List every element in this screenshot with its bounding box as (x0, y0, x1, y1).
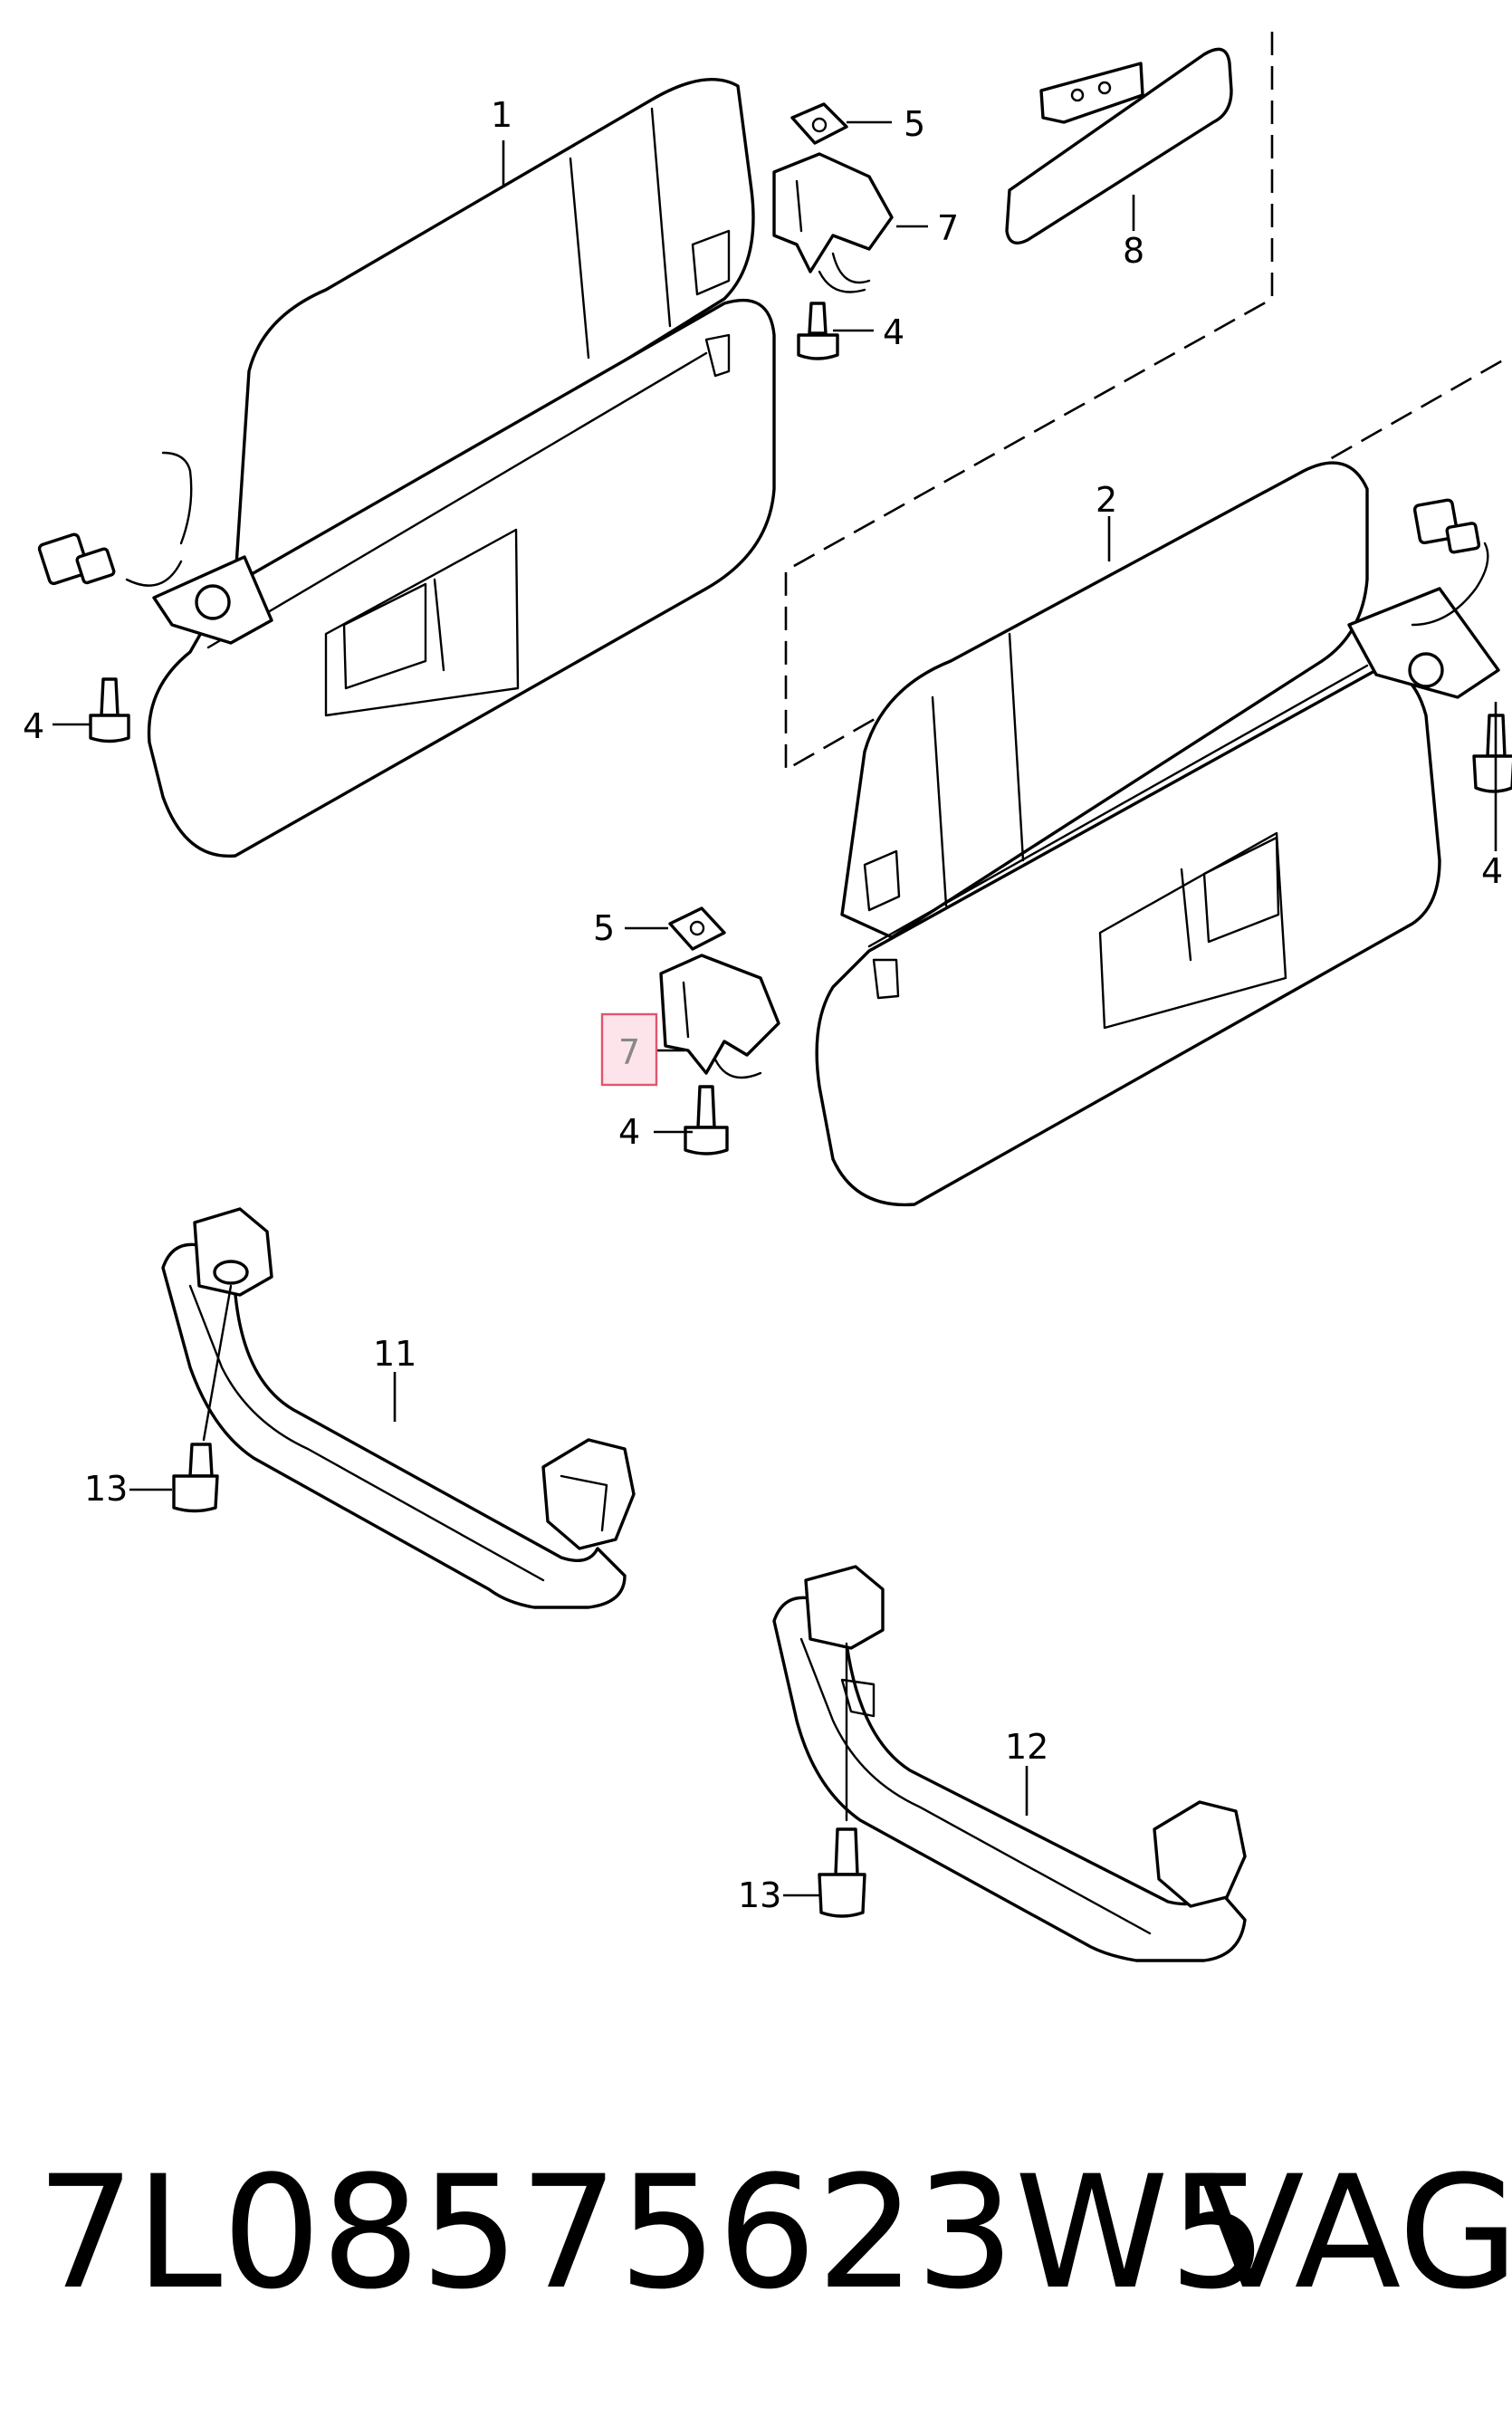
visor-hinge-left (125, 451, 273, 645)
callout-4-upper-clip: 4 (883, 312, 904, 352)
screw-left[interactable] (89, 677, 130, 743)
callout-7-upper: 7 (937, 208, 959, 248)
callout-13-upper: 13 (84, 1469, 128, 1509)
screw-handle-upper[interactable] (172, 1284, 233, 1513)
callout-12: 12 (1005, 1727, 1048, 1767)
part-number: 7L08575623W5 (36, 2142, 1268, 2324)
leader-lines (53, 120, 1498, 1897)
sun-visor-right[interactable] (815, 461, 1441, 1207)
grab-handle-lower[interactable] (772, 1565, 1247, 1962)
screw-upper[interactable] (797, 302, 839, 360)
assembly-dashed-outline (784, 32, 1508, 772)
callout-5-lower: 5 (593, 908, 615, 948)
callout-2: 2 (1096, 480, 1117, 520)
visor-connector-left (37, 532, 116, 586)
visor-clip-lower[interactable] (659, 954, 780, 1079)
visor-connector-right (1412, 498, 1481, 554)
callout-13-lower: 13 (738, 1875, 781, 1915)
callout-7-highlight-box (600, 1012, 658, 1087)
callout-11: 11 (373, 1334, 416, 1374)
callout-4-lower-clip: 4 (618, 1112, 640, 1152)
clip-nut-upper[interactable] (790, 102, 848, 145)
interior-mirror[interactable] (1005, 47, 1233, 245)
visor-clip-upper[interactable] (772, 152, 894, 293)
callout-1: 1 (491, 95, 512, 135)
grab-handle-upper[interactable] (161, 1207, 636, 1609)
screw-lower[interactable] (684, 1085, 729, 1155)
callout-8: 8 (1123, 231, 1144, 271)
visor-hinge-right (1347, 542, 1500, 699)
screw-right[interactable] (1472, 714, 1512, 793)
footer: 7L08575623W5 VAG (36, 2142, 1512, 2354)
callout-4-left: 4 (23, 706, 44, 746)
clip-nut-lower[interactable] (668, 906, 726, 951)
callout-7-lower-highlighted[interactable]: 7 (618, 1032, 640, 1072)
brand-name: VAG (1198, 2142, 1512, 2324)
sun-visor-left[interactable] (147, 78, 776, 858)
callout-5-upper: 5 (904, 104, 925, 144)
screw-handle-lower[interactable] (818, 1642, 866, 1918)
callout-4-right: 4 (1481, 851, 1503, 891)
